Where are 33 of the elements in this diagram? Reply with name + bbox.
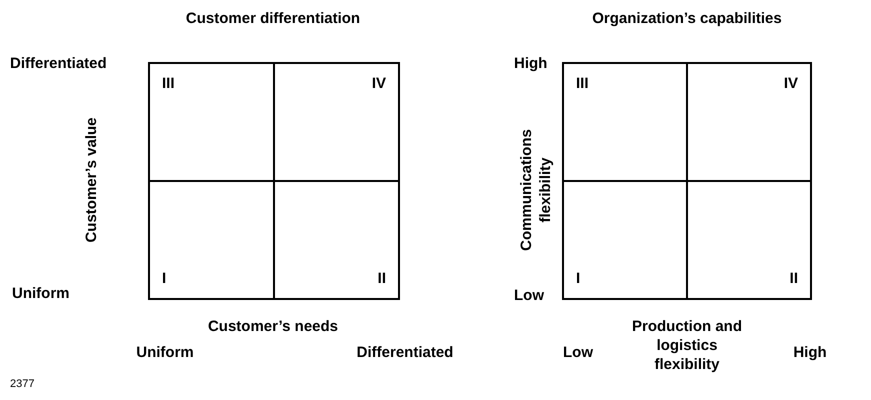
heading-label: High	[793, 344, 827, 363]
heading-label: Low	[563, 344, 593, 363]
quadrant-numeral: IV	[784, 76, 798, 91]
axis-label: Customer’s value	[82, 117, 101, 243]
quadrant	[150, 64, 274, 181]
quadrant-numeral: II	[378, 271, 386, 286]
heading-label: High	[514, 55, 548, 74]
quadrant	[564, 64, 687, 181]
quadrant-numeral: IV	[372, 76, 386, 91]
heading-label: Customer’s needs	[208, 318, 338, 337]
figure-number: 2377	[10, 378, 34, 392]
matrix-frame	[148, 62, 400, 300]
heading-label: Low	[514, 287, 544, 306]
heading-label: Differentiated	[356, 344, 454, 363]
quadrant	[274, 64, 398, 181]
heading-label: Uniform	[12, 285, 70, 304]
quadrant-numeral: III	[162, 76, 175, 91]
quadrant	[687, 181, 810, 298]
quadrant	[274, 181, 398, 298]
quadrant	[150, 181, 274, 298]
heading-label: Customer differentiation	[186, 10, 360, 29]
quadrant-numeral: I	[576, 271, 580, 286]
heading-label: Differentiated	[10, 55, 107, 74]
quadrant-numeral: III	[576, 76, 589, 91]
heading-label: Uniform	[136, 344, 194, 363]
quadrant-numeral: II	[790, 271, 798, 286]
axis-label: Communications flexibility	[518, 128, 555, 253]
quadrant	[564, 181, 687, 298]
heading-label: Production and logistics flexibility	[631, 318, 743, 374]
heading-label: Organization’s capabilities	[592, 10, 782, 29]
matrix-frame	[562, 62, 812, 300]
quadrant-numeral: I	[162, 271, 166, 286]
quadrant	[687, 64, 810, 181]
